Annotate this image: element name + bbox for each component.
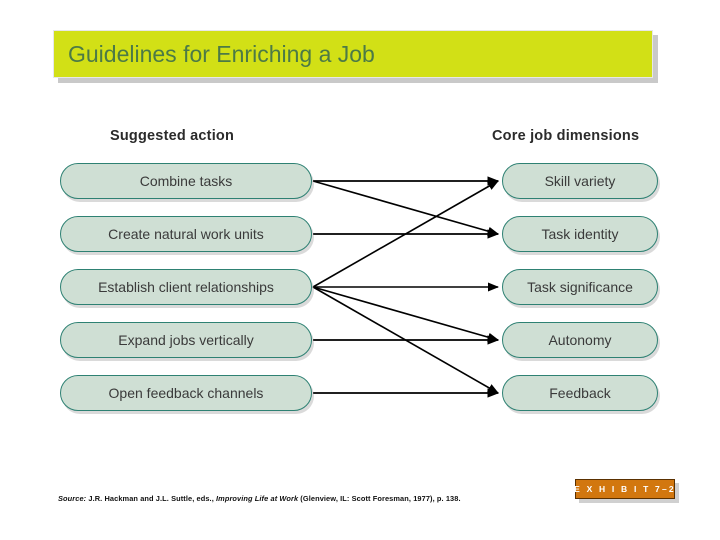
page-title: Guidelines for Enriching a Job <box>68 40 375 67</box>
node-label: Task identity <box>541 226 619 242</box>
node-open-feedback-channels[interactable]: Open feedback channels <box>60 375 312 411</box>
node-establish-client-relationships[interactable]: Establish client relationships <box>60 269 312 305</box>
arrow-combine-tasks-to-task-identity <box>312 180 500 236</box>
node-label: Task significance <box>527 279 633 295</box>
arrow-establish-client-relationships-to-feedback <box>312 286 499 394</box>
source-prefix: Source: <box>58 494 87 503</box>
node-label: Open feedback channels <box>108 385 264 401</box>
source-authors: J.R. Hackman and J.L. Suttle, eds., <box>86 494 217 503</box>
node-expand-jobs-vertically[interactable]: Expand jobs vertically <box>60 322 312 358</box>
node-create-natural-work-units[interactable]: Create natural work units <box>60 216 312 252</box>
source-title: Improving Life at Work <box>216 494 299 503</box>
node-combine-tasks[interactable]: Combine tasks <box>60 163 312 199</box>
node-label: Expand jobs vertically <box>118 332 254 348</box>
source-publisher: (Glenview, IL: Scott Foresman, 1977), p.… <box>298 494 461 503</box>
node-label: Create natural work units <box>108 226 264 242</box>
node-label: Feedback <box>549 385 611 401</box>
node-task-significance[interactable]: Task significance <box>502 269 658 305</box>
column-heading-suggested-action: Suggested action <box>110 128 235 144</box>
node-label: Establish client relationships <box>98 279 274 295</box>
column-heading-core-job-dimensions: Core job dimensions <box>492 128 640 144</box>
node-feedback[interactable]: Feedback <box>502 375 658 411</box>
node-label: Skill variety <box>544 173 616 189</box>
exhibit-badge: E X H I B I T 7–2 <box>574 479 675 499</box>
node-autonomy[interactable]: Autonomy <box>502 322 658 358</box>
node-label: Autonomy <box>548 332 612 348</box>
slide-title-bar: Guidelines for Enriching a Job <box>53 30 653 78</box>
arrow-establish-client-relationships-to-autonomy <box>312 286 500 342</box>
node-label: Combine tasks <box>139 173 233 189</box>
source-citation: Source: J.R. Hackman and J.L. Suttle, ed… <box>58 494 461 503</box>
arrow-establish-client-relationships-to-skill-variety <box>312 180 499 288</box>
node-skill-variety[interactable]: Skill variety <box>502 163 658 199</box>
node-task-identity[interactable]: Task identity <box>502 216 658 252</box>
